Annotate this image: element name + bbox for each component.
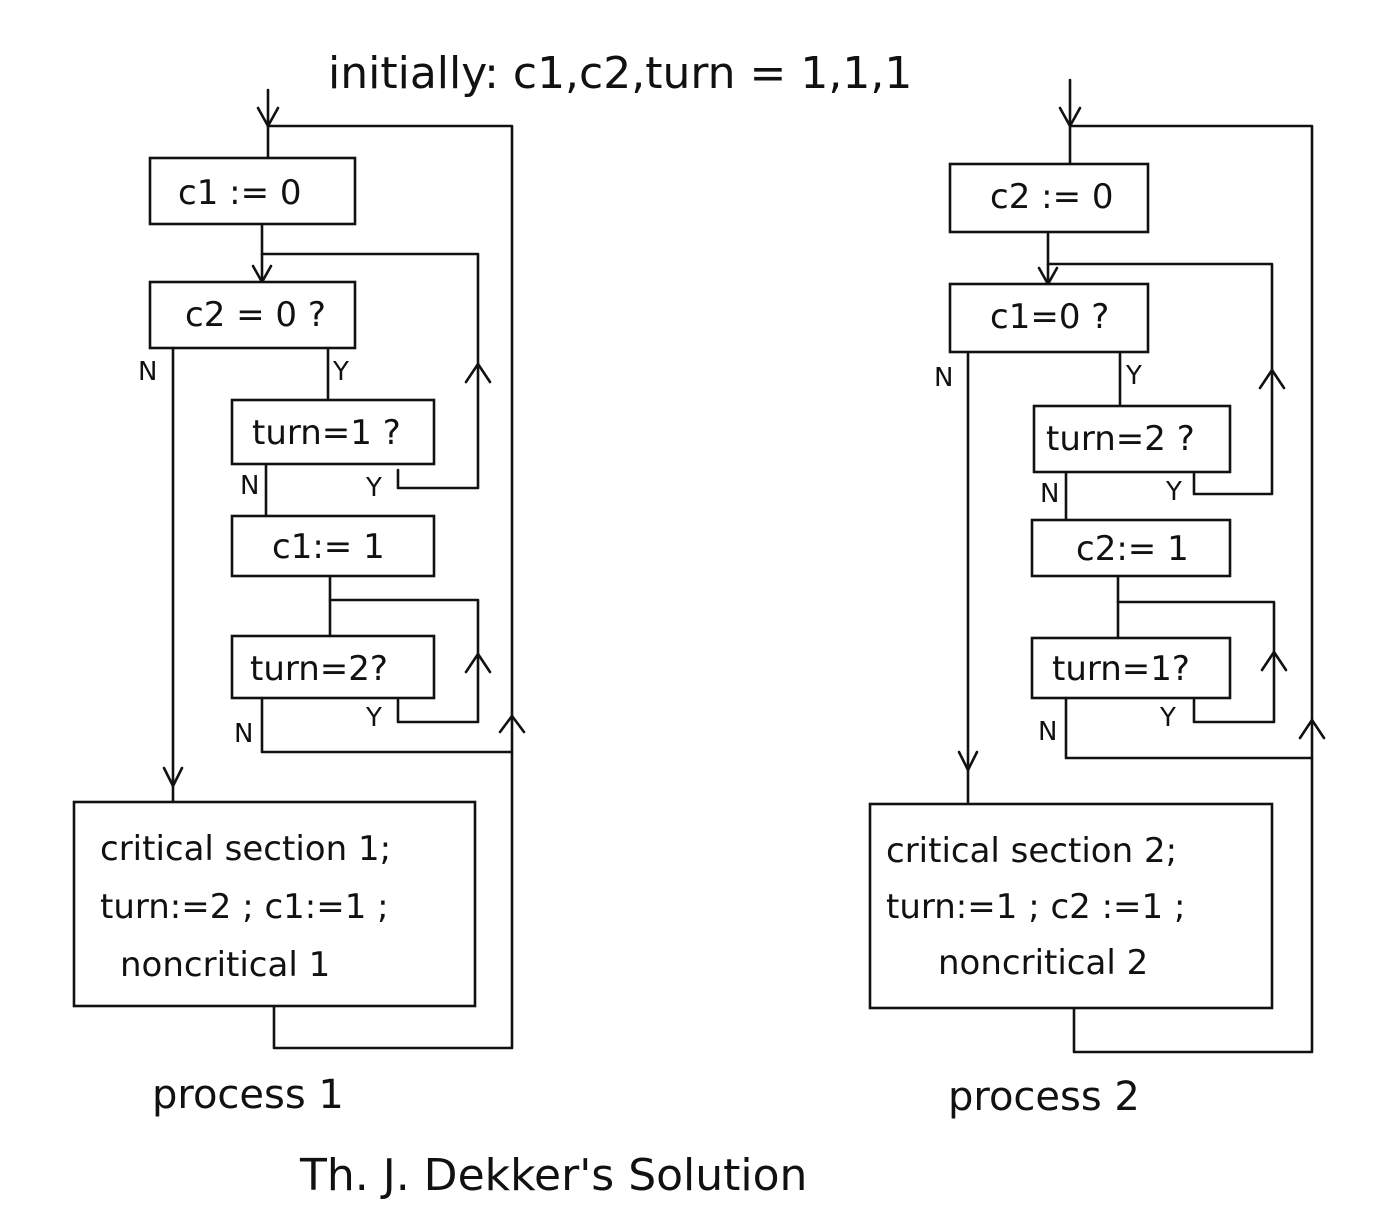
p2-box-c2-1-label: c2:= 1 <box>1076 529 1189 569</box>
p1-box-turn1-test-label: turn=1 ? <box>252 413 401 453</box>
p2-wait-loop-2 <box>1116 600 1276 724</box>
p2-box-turn2-test <box>1032 404 1232 474</box>
p2-outer-loop-line <box>1068 124 1314 1054</box>
p2-turn2-test-yes-label: Y <box>1165 477 1182 507</box>
p1-turn1-test-no-label: N <box>240 471 259 501</box>
p2-critical-line-1: critical section 2; <box>886 831 1177 871</box>
p2-turn1-test-yes-label: Y <box>1159 703 1176 733</box>
p2-turn2-test-no-label: N <box>1040 479 1059 509</box>
process-1: c1 := 0 c2 = 0 ? N Y turn=1 ? N Y c1:= 1… <box>72 88 526 1118</box>
p1-turn1-test-yes-label: Y <box>365 473 382 503</box>
p1-c2-test-yes-label: Y <box>332 357 349 387</box>
p1-turn2-test-no-label: N <box>234 719 253 749</box>
p2-critical-box <box>868 802 1274 1010</box>
diagram-title: Th. J. Dekker's Solution <box>299 1150 807 1201</box>
p2-box-c2-1 <box>1030 518 1232 578</box>
p1-box-turn2-test <box>230 634 436 700</box>
p1-box-c1-0 <box>148 156 357 226</box>
p1-outer-loop-line <box>266 124 514 1050</box>
p2-box-turn1-test-label: turn=1? <box>1052 649 1190 689</box>
p2-box-turn2-test-label: turn=2 ? <box>1046 419 1195 459</box>
p1-outer-loop-arrowhead <box>498 714 526 734</box>
p2-critical-line-2: turn:=1 ; c2 :=1 ; <box>886 887 1185 927</box>
p1-critical-box <box>72 800 477 1008</box>
p1-box-c1-0-label: c1 := 0 <box>178 173 302 213</box>
p2-turn1-test-no-label: N <box>1038 717 1057 747</box>
p2-c1-test-no-label: N <box>934 363 953 393</box>
p1-box-c1-1-label: c1:= 1 <box>272 527 385 567</box>
p1-c2-test-no-label: N <box>138 357 157 387</box>
p1-box-c1-1 <box>230 514 436 578</box>
p1-box-c2-test-label: c2 = 0 ? <box>185 295 326 335</box>
p1-box-turn2-test-label: turn=2? <box>250 649 388 689</box>
p2-box-c1-test <box>948 282 1150 354</box>
p2-box-c1-test-label: c1=0 ? <box>990 297 1109 337</box>
p1-box-c2-test <box>148 280 357 350</box>
p2-box-c2-0-label: c2 := 0 <box>990 177 1114 217</box>
p2-caption: process 2 <box>948 1074 1140 1120</box>
p1-box-turn1-test <box>230 398 436 466</box>
p1-wait-loop-1 <box>260 252 480 490</box>
p1-caption: process 1 <box>152 1072 344 1118</box>
initial-condition: initially: c1,c2,turn = 1,1,1 <box>328 48 912 99</box>
p1-critical-line-1: critical section 1; <box>100 829 391 869</box>
p2-box-turn1-test <box>1030 636 1232 700</box>
p1-wait-loop-2 <box>328 598 480 724</box>
process-2: c2 := 0 c1=0 ? N Y turn=2 ? N Y c2:= 1 t… <box>868 78 1326 1120</box>
p2-c1-test-yes-label: Y <box>1125 361 1142 391</box>
p1-critical-line-3: noncritical 1 <box>120 945 330 985</box>
p2-outer-loop-arrowhead <box>1298 718 1326 740</box>
p1-critical-line-2: turn:=2 ; c1:=1 ; <box>100 887 389 927</box>
p1-turn2-test-yes-label: Y <box>365 703 382 733</box>
p2-wait-loop-1 <box>1046 262 1274 496</box>
p2-critical-line-3: noncritical 2 <box>938 943 1148 983</box>
